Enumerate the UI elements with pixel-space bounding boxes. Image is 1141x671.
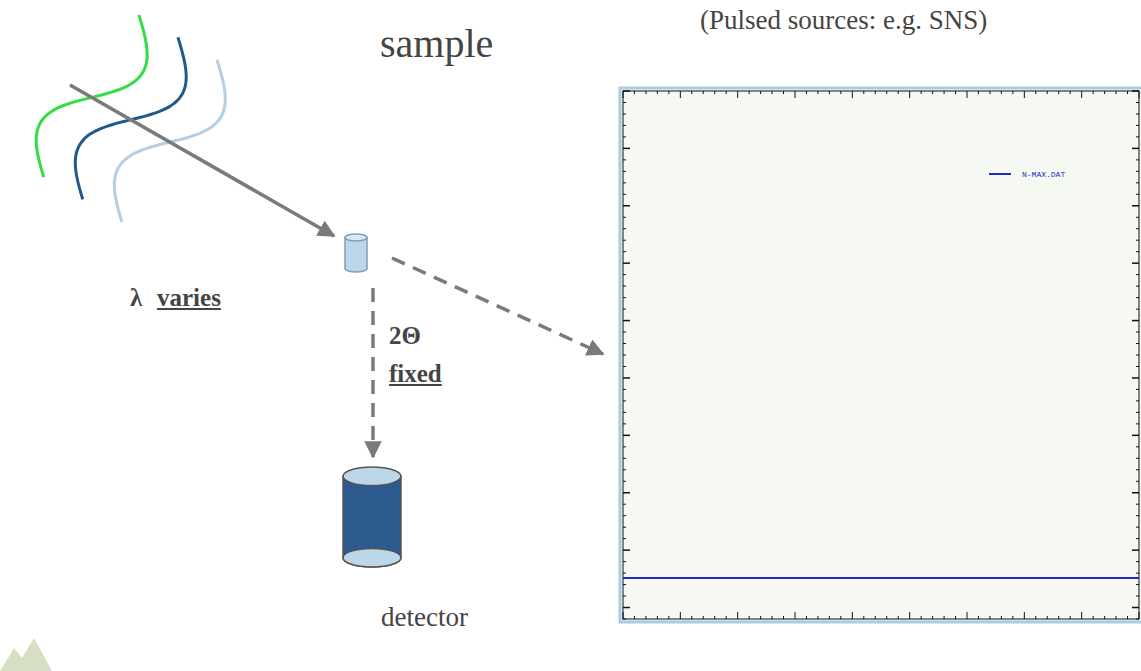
annotation: 2Θ [389, 322, 421, 350]
beam-arrow [70, 85, 334, 236]
cylinder-shape [341, 465, 403, 569]
legend-text: N-MAX.DAT [1022, 170, 1065, 179]
legend-line [988, 168, 1012, 180]
plot-frame [623, 91, 1139, 619]
detector-node: detector [341, 465, 468, 633]
annotation: fixed [389, 360, 442, 388]
node-label: sample [380, 22, 493, 66]
sample-node: sample [340, 22, 493, 274]
annotation: λ [130, 284, 142, 312]
cylinder-shape [343, 232, 369, 274]
plot-ticks [623, 91, 1139, 619]
node-label: detector [381, 603, 468, 633]
plot-panel [620, 88, 1141, 622]
annotation: varies [157, 284, 221, 312]
data-line [623, 577, 1139, 579]
logo [0, 638, 52, 671]
legend-entry: N-MAX.DAT [988, 168, 1065, 180]
title: (Pulsed sources: e.g. SNS) [700, 6, 987, 36]
dashed-arrow [371, 288, 375, 457]
scattered-beam [392, 258, 603, 354]
